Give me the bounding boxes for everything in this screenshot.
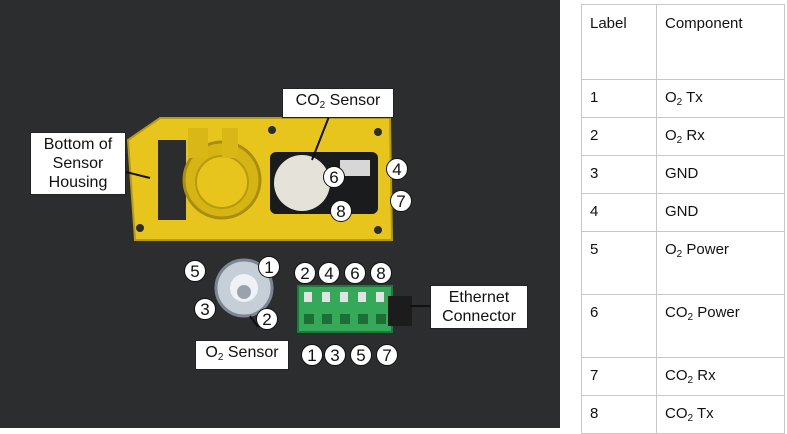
row-component: O2 Power — [656, 231, 785, 295]
marker-o2-2: 2 — [256, 308, 278, 330]
component-sub: 2 — [676, 97, 683, 108]
table-row: 3 GND — [581, 155, 785, 194]
table-header-row: Label Component — [581, 4, 785, 80]
ethernet-line-1: Ethernet — [448, 289, 510, 306]
co2-sensor-callout-sub: 2 — [319, 100, 326, 111]
table-row: 2 O2 Rx — [581, 117, 785, 156]
row-label: 2 — [581, 117, 657, 156]
table-row: 4 GND — [581, 193, 785, 232]
marker-co2-4: 4 — [386, 158, 408, 180]
table-row: 5 O2 Power — [581, 231, 785, 295]
bottom-housing-line-3: Housing — [48, 174, 108, 191]
o2-sensor-callout: O2 Sensor — [195, 340, 289, 370]
hardware-photo: CO2 Sensor Bottom of Sensor Housing Ethe… — [0, 0, 560, 428]
co2-sensor-callout-main: CO — [295, 92, 320, 109]
component-rest: Rx — [693, 367, 716, 384]
marker-connector-1: 1 — [301, 344, 323, 366]
row-label: 5 — [581, 231, 657, 295]
row-label: 1 — [581, 79, 657, 118]
component-table: Label Component 1 O2 Tx 2 O2 Rx 3 GND 4 … — [581, 4, 785, 434]
table-row: 6 CO2 Power — [581, 294, 785, 358]
co2-sensor-callout: CO2 Sensor — [282, 88, 394, 118]
row-component: GND — [656, 155, 785, 194]
component-sub: 2 — [676, 135, 683, 146]
row-label: 3 — [581, 155, 657, 194]
component-main: CO — [665, 405, 688, 422]
component-rest: Tx — [693, 405, 714, 422]
marker-co2-7: 7 — [390, 190, 412, 212]
component-sub: 2 — [687, 413, 694, 424]
row-component: O2 Tx — [656, 79, 785, 118]
row-label: 4 — [581, 193, 657, 232]
marker-o2-1: 1 — [258, 256, 280, 278]
component-rest: Power — [682, 241, 729, 258]
table-row: 7 CO2 Rx — [581, 357, 785, 396]
component-sub: 2 — [687, 312, 694, 323]
co2-sensor-callout-rest: Sensor — [325, 92, 381, 109]
component-main: CO — [665, 304, 688, 321]
component-sub: 2 — [676, 249, 683, 260]
header-component: Component — [656, 4, 785, 80]
table-row: 1 O2 Tx — [581, 79, 785, 118]
row-component: O2 Rx — [656, 117, 785, 156]
marker-connector-7: 7 — [376, 344, 398, 366]
component-main: O — [665, 89, 677, 106]
marker-connector-8: 8 — [370, 262, 392, 284]
component-rest: Tx — [682, 89, 703, 106]
bottom-housing-line-1: Bottom of — [43, 136, 113, 153]
marker-co2-6: 6 — [323, 166, 345, 188]
component-main: GND — [665, 165, 699, 182]
header-label: Label — [581, 4, 657, 80]
marker-connector-3: 3 — [324, 344, 346, 366]
ethernet-connector-callout: Ethernet Connector — [430, 285, 528, 329]
component-sub: 2 — [687, 375, 694, 386]
component-main: O — [665, 241, 677, 258]
row-component: GND — [656, 193, 785, 232]
marker-o2-3: 3 — [194, 298, 216, 320]
component-rest: Rx — [682, 127, 705, 144]
row-label: 7 — [581, 357, 657, 396]
marker-connector-4: 4 — [318, 262, 340, 284]
component-main: O — [665, 127, 677, 144]
marker-o2-5: 5 — [184, 260, 206, 282]
bottom-housing-line-2: Sensor — [52, 155, 104, 172]
row-label: 6 — [581, 294, 657, 358]
component-main: GND — [665, 203, 699, 220]
o2-sensor-callout-sub: 2 — [217, 352, 224, 363]
o2-sensor-callout-rest: Sensor — [223, 344, 279, 361]
component-rest: Power — [693, 304, 740, 321]
row-component: CO2 Rx — [656, 357, 785, 396]
component-main: CO — [665, 367, 688, 384]
bottom-housing-callout: Bottom of Sensor Housing — [30, 132, 126, 195]
row-component: CO2 Power — [656, 294, 785, 358]
o2-sensor-callout-main: O — [205, 344, 218, 361]
marker-connector-6: 6 — [344, 262, 366, 284]
marker-connector-5: 5 — [350, 344, 372, 366]
marker-connector-2: 2 — [294, 262, 316, 284]
ethernet-line-2: Connector — [442, 308, 516, 325]
marker-co2-8: 8 — [330, 200, 352, 222]
